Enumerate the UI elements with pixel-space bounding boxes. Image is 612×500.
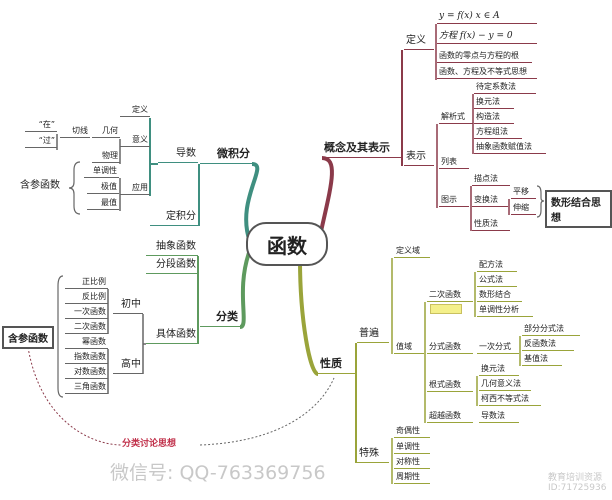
classification-discussion-label: 分类讨论思想	[122, 439, 177, 449]
node-property-general-range-quadratic-items-0[interactable]: 配方法	[477, 258, 517, 272]
node-property-general-range-quadratic-label[interactable]: 二次函数	[427, 288, 473, 302]
param-function-label: 含参函数	[20, 180, 60, 191]
node-property-special-items-2[interactable]: 对称性	[394, 455, 430, 469]
node-property-general-range-radical-items-2[interactable]: 柯西不等式法	[479, 392, 541, 406]
node-classify-concrete-junior-items-0[interactable]: 正比例	[65, 275, 108, 289]
node-property-special-items-3[interactable]: 周期性	[394, 470, 430, 484]
node-property-general-range-quadratic-items-3[interactable]: 单调性分析	[477, 303, 533, 317]
node-concept-representation-analytic-items-4[interactable]: 抽象函数赋值法	[474, 140, 546, 154]
node-classify-concrete-junior-items-3[interactable]: 二次函数	[65, 320, 108, 334]
node-property-general-range-fractional-items-0[interactable]: 部分分式法	[522, 322, 580, 336]
node-concept-representation-label[interactable]: 表示	[404, 149, 434, 166]
node-calculus-derivative-meaning-label[interactable]: 意义	[120, 133, 150, 147]
connector-line	[199, 377, 335, 446]
node-concept-representation-analytic-label[interactable]: 解析式	[439, 110, 473, 124]
watermark-brand: 教育培训资源	[548, 473, 603, 483]
node-concept-representation-graph-transform-items-1[interactable]: 伸缩	[511, 201, 536, 215]
node-calculus-derivative-label[interactable]: 导数	[158, 146, 198, 163]
node-calculus-derivative-application-items-2[interactable]: 最值	[87, 196, 119, 210]
node-property-general-range-fractional-items-1[interactable]: 反函数法	[522, 337, 574, 351]
node-property-general-range-fractional-items-2[interactable]: 基值法	[522, 352, 562, 366]
connector-line	[239, 249, 252, 329]
node-calculus-derivative-meaning-tangent[interactable]: 切线	[60, 124, 90, 138]
connector-line	[142, 314, 146, 374]
node-calculus-derivative-definition[interactable]: 定义	[120, 103, 150, 117]
central-topic[interactable]: 函数	[246, 222, 328, 266]
brace-icon	[57, 275, 64, 398]
node-calculus-derivative-meaning-through[interactable]: “过”	[25, 134, 57, 148]
node-concept-representation-graph-transform-label[interactable]: 变换法	[472, 193, 508, 207]
param-function-box[interactable]: 含参函数	[2, 326, 54, 349]
node-classify-label[interactable]: 分类	[200, 309, 240, 327]
node-concept-representation-analytic-items-2[interactable]: 构造法	[474, 110, 514, 124]
node-concept-representation-table[interactable]: 列表	[439, 155, 469, 169]
node-classify-concrete-label[interactable]: 具体函数	[146, 327, 198, 344]
watermark-wechat: 微信号: QQ-763369756	[110, 462, 326, 484]
node-classify-concrete-junior-items-1[interactable]: 反比例	[65, 290, 108, 304]
connector-line	[244, 162, 260, 243]
node-classify-concrete-junior-label[interactable]: 初中	[113, 297, 143, 314]
node-concept-definition-label[interactable]: 定义	[404, 33, 434, 50]
node-property-special-items-0[interactable]: 奇偶性	[394, 424, 430, 438]
node-classify-concrete-senior-items-1[interactable]: 指数函数	[65, 350, 108, 364]
node-concept-representation-analytic-items-0[interactable]: 待定系数法	[474, 80, 536, 94]
node-classify-concrete-senior-items-0[interactable]: 幂函数	[65, 335, 108, 349]
node-concept-definition-items-1[interactable]: 方程 f(x) − y = 0	[437, 30, 537, 44]
node-calculus-derivative-application-items-1[interactable]: 极值	[87, 180, 119, 194]
node-calculus-derivative-application-items-0[interactable]: 单调性	[84, 164, 119, 178]
node-property-general-range-radical-items-0[interactable]: 换元法	[479, 362, 519, 376]
node-property-general-range-label[interactable]: 值域	[394, 340, 424, 354]
node-classify-concrete-senior-label[interactable]: 高中	[113, 357, 143, 374]
node-calculus-derivative-meaning-physics[interactable]: 物理	[92, 149, 120, 163]
brace-icon	[536, 185, 545, 218]
node-property-general-range-transcendental-label[interactable]: 超越函数	[427, 409, 473, 423]
node-classify-abstract[interactable]: 抽象函数	[146, 239, 198, 256]
node-concept-representation-graph-transform-items-0[interactable]: 平移	[511, 185, 536, 199]
connector-line	[298, 259, 319, 376]
node-calculus-derivative-meaning-geometry[interactable]: 几何	[92, 124, 120, 138]
number-shape-idea-box[interactable]: 数形结合思想	[545, 190, 612, 228]
node-classify-piecewise[interactable]: 分段函数	[146, 257, 198, 274]
node-concept-representation-graph-label[interactable]: 图示	[439, 193, 469, 207]
node-property-special-label[interactable]: 特殊	[357, 446, 389, 463]
node-property-general-range-fractional-linear[interactable]: 一次分式	[477, 340, 519, 354]
node-classify-concrete-senior-items-2[interactable]: 对数函数	[65, 365, 108, 379]
node-property-general-range-fractional-label[interactable]: 分式函数	[427, 340, 473, 354]
node-property-general-range-radical-label[interactable]: 根式函数	[427, 378, 473, 392]
node-calculus-integral[interactable]: 定积分	[150, 209, 198, 226]
node-classify-concrete-junior-items-2[interactable]: 一次函数	[65, 305, 108, 319]
node-concept-representation-graph-plot[interactable]: 描点法	[472, 172, 510, 186]
connector-line	[318, 156, 334, 237]
node-calculus-derivative-meaning-at[interactable]: “在”	[25, 118, 57, 132]
node-concept-label[interactable]: 概念及其表示	[322, 140, 402, 158]
node-property-general-range-radical-items-1[interactable]: 几何意义法	[479, 377, 531, 391]
node-property-general-range-quadratic-items-1[interactable]: 公式法	[477, 273, 517, 287]
node-property-label[interactable]: 性质	[318, 356, 356, 374]
node-property-general-domain[interactable]: 定义域	[394, 244, 430, 258]
node-property-general-range-quadratic-items-2[interactable]: 数形结合	[477, 288, 522, 302]
node-property-special-items-1[interactable]: 单调性	[394, 440, 430, 454]
connector-line	[149, 118, 158, 196]
node-concept-definition-items-2[interactable]: 函数的零点与方程的根	[437, 49, 532, 63]
node-calculus-derivative-application-label[interactable]: 应用	[120, 181, 150, 195]
node-concept-representation-analytic-items-1[interactable]: 换元法	[474, 95, 514, 109]
brace-icon	[68, 161, 81, 215]
node-concept-representation-analytic-items-3[interactable]: 方程组法	[474, 125, 522, 139]
node-concept-representation-graph-property[interactable]: 性质法	[472, 217, 510, 231]
node-classify-concrete-senior-items-3[interactable]: 三角函数	[65, 380, 108, 394]
node-calculus-label[interactable]: 微积分	[200, 146, 252, 164]
node-property-general-range-transcendental-method[interactable]: 导数法	[479, 409, 519, 423]
node-concept-definition-items-3[interactable]: 函数、方程及不等式思想	[437, 65, 537, 79]
node-property-general-label[interactable]: 普遍	[357, 326, 389, 343]
quadratic-note-tag	[430, 304, 462, 314]
watermark-id: ID:71725936	[548, 483, 607, 493]
node-concept-definition-items-0[interactable]: y = f(x) x ∈ A	[437, 10, 537, 24]
